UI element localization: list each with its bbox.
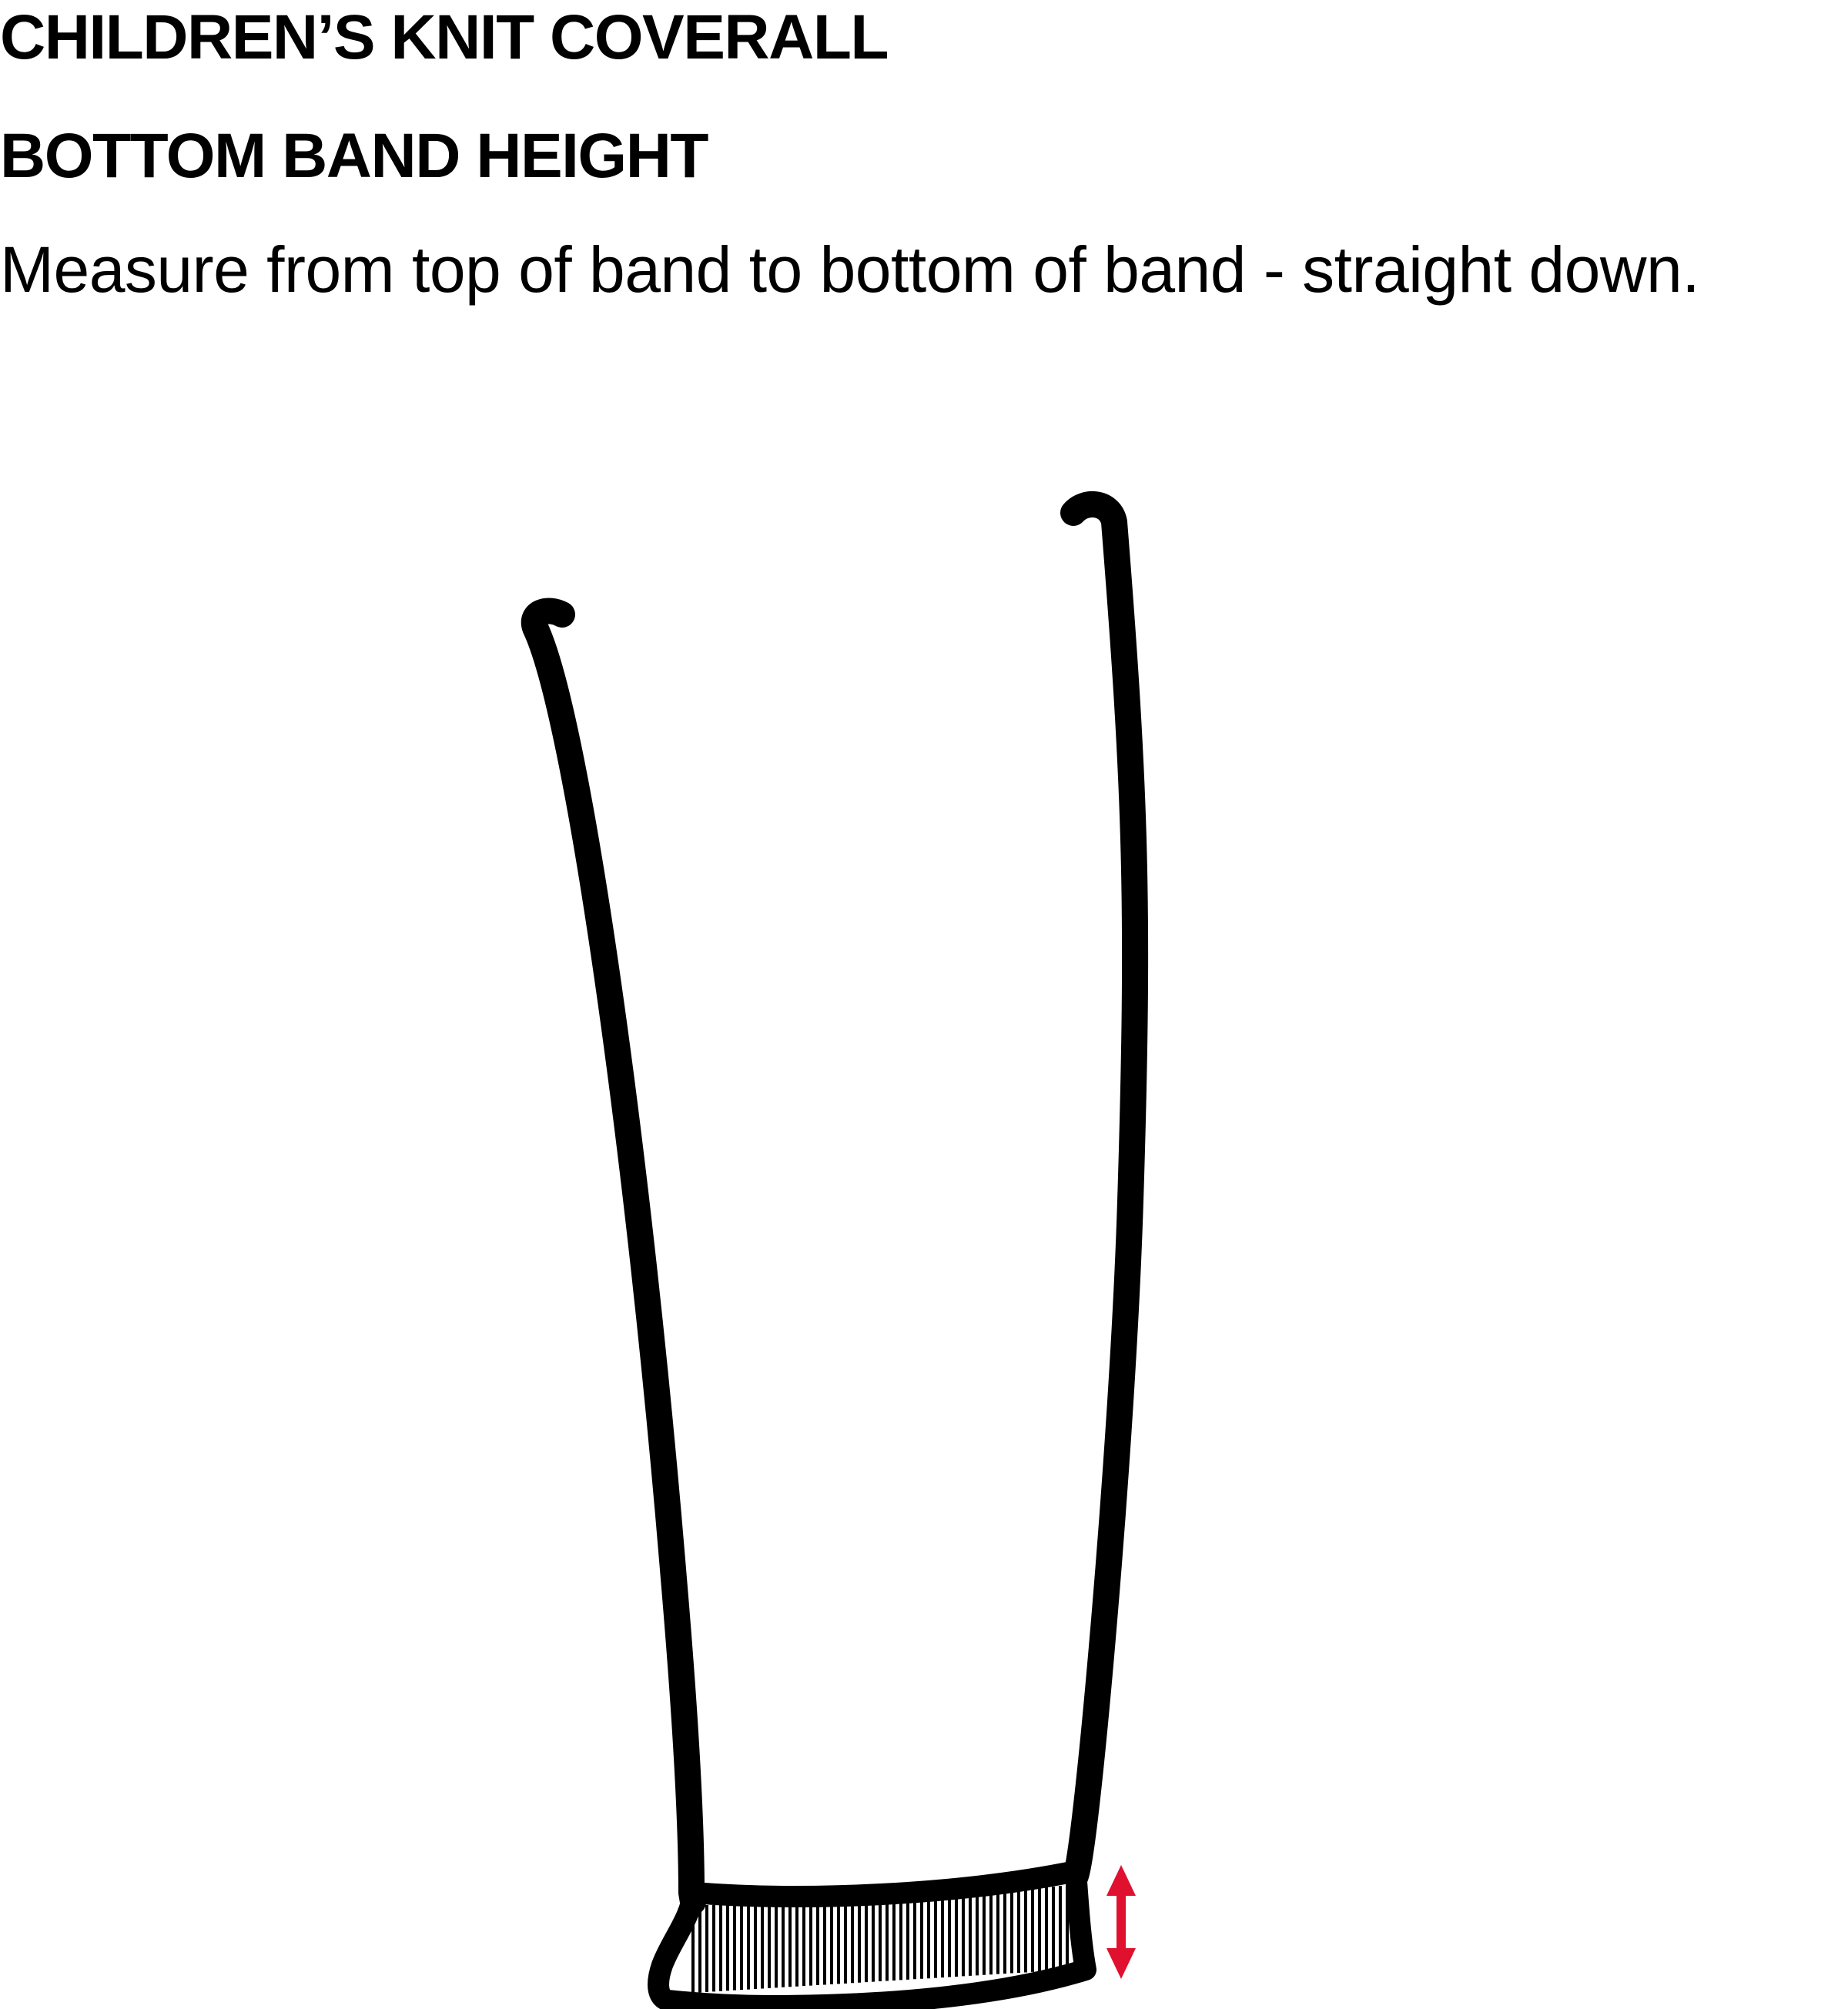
band-rib-stitches — [691, 1885, 1069, 1993]
leg-left-outline — [521, 598, 706, 1915]
measurement-instruction: Measure from top of band to bottom of ba… — [0, 233, 1700, 306]
page-title: CHILDREN’S KNIT COVERALL — [0, 2, 889, 72]
leg-right-outline — [1060, 491, 1149, 1889]
measurement-name: BOTTOM BAND HEIGHT — [0, 121, 709, 191]
band-height-arrow-icon — [1106, 1865, 1136, 1979]
bottom-band-outline — [648, 1860, 1096, 2009]
